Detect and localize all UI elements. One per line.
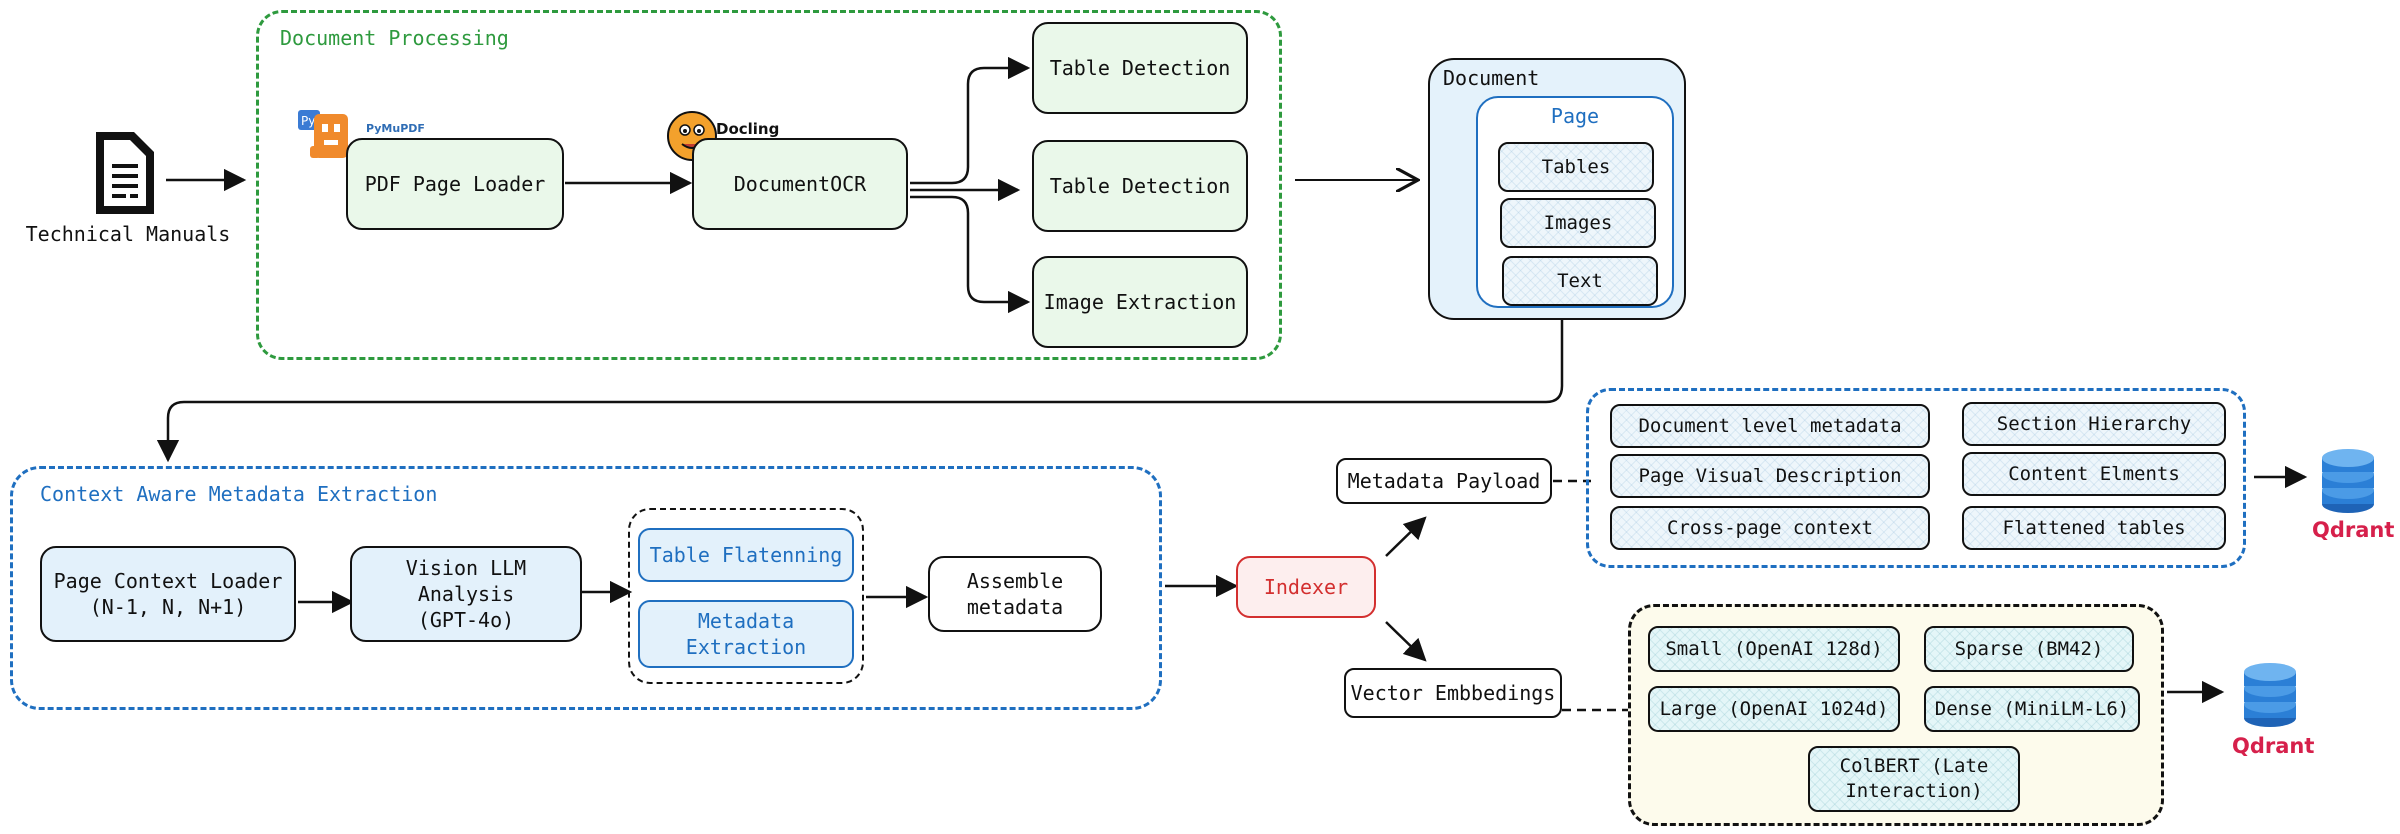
model-colbert: ColBERT (Late Interaction) [1808, 746, 2020, 812]
arrow-document-to-extraction [156, 312, 1564, 463]
vector-embeddings: Vector Embbedings [1344, 668, 1562, 718]
field-flattened-tables: Flattened tables [1962, 506, 2226, 550]
indexer: Indexer [1236, 556, 1376, 618]
image-extraction: Image Extraction [1032, 256, 1248, 348]
metadata-fields-group [1586, 388, 2246, 568]
qdrant-logo-bottom: Qdrant [2232, 734, 2314, 758]
qdrant-mark: Q [2312, 518, 2330, 542]
pymupdf-logo-icon: Py [296, 106, 356, 162]
arrow-ocr-to-table1 [910, 56, 1031, 185]
arrow-ocr-to-image [910, 195, 1031, 314]
document-icon [90, 128, 160, 218]
metadata-extraction: Metadata Extraction [638, 600, 854, 668]
table-flattening: Table Flatenning [638, 528, 854, 582]
field-section-hierarchy: Section Hierarchy [1962, 402, 2226, 446]
document-ocr: DocumentOCR [692, 138, 908, 230]
page-context-loader: Page Context Loader (N-1, N, N+1) [40, 546, 296, 642]
metadata-payload: Metadata Payload [1336, 458, 1552, 504]
pymupdf-logo-text: PyMuPDF [366, 122, 425, 135]
model-large-openai: Large (OpenAI 1024d) [1648, 686, 1900, 732]
qdrant-text: drant [2329, 518, 2395, 542]
document-processing-group [256, 10, 1282, 360]
field-page-visual-description: Page Visual Description [1610, 454, 1930, 498]
svg-text:Py: Py [301, 114, 315, 128]
table-detection-1: Table Detection [1032, 22, 1248, 114]
arrow-indexer-to-payload [1385, 516, 1427, 557]
arrow-indexer-to-embeddings [1385, 621, 1427, 662]
page-title: Page [1550, 104, 1600, 128]
document-title: Document [1443, 66, 1540, 90]
table-detection-2: Table Detection [1032, 140, 1248, 232]
model-dense-minilm: Dense (MiniLM-L6) [1924, 686, 2140, 732]
context-extraction-group [10, 466, 1162, 710]
field-document-level-metadata: Document level metadata [1610, 404, 1930, 448]
page-item-tables: Tables [1498, 142, 1654, 192]
field-content-elements: Content Elments [1962, 452, 2226, 496]
processing-subgroup [628, 508, 864, 684]
docling-logo-text: Docling [716, 120, 780, 138]
source-label: Technical Manuals [25, 222, 231, 246]
field-cross-page-context: Cross-page context [1610, 506, 1930, 550]
qdrant-mark: Q [2232, 734, 2250, 758]
qdrant-logo-top: Qdrant [2312, 518, 2394, 542]
pdf-page-loader: PDF Page Loader [346, 138, 564, 230]
context-extraction-title: Context Aware Metadata Extraction [40, 482, 438, 506]
page-item-images: Images [1500, 198, 1656, 248]
vision-llm-analysis: Vision LLM Analysis (GPT-4o) [350, 546, 582, 642]
page-item-text: Text [1502, 256, 1658, 306]
document-processing-title: Document Processing [280, 26, 509, 50]
qdrant-text: drant [2249, 734, 2315, 758]
model-sparse-bm42: Sparse (BM42) [1924, 626, 2134, 672]
database-icon [2318, 446, 2378, 516]
model-small-openai: Small (OpenAI 128d) [1648, 626, 1900, 672]
assemble-metadata: Assemble metadata [928, 556, 1102, 632]
database-icon [2240, 660, 2300, 730]
